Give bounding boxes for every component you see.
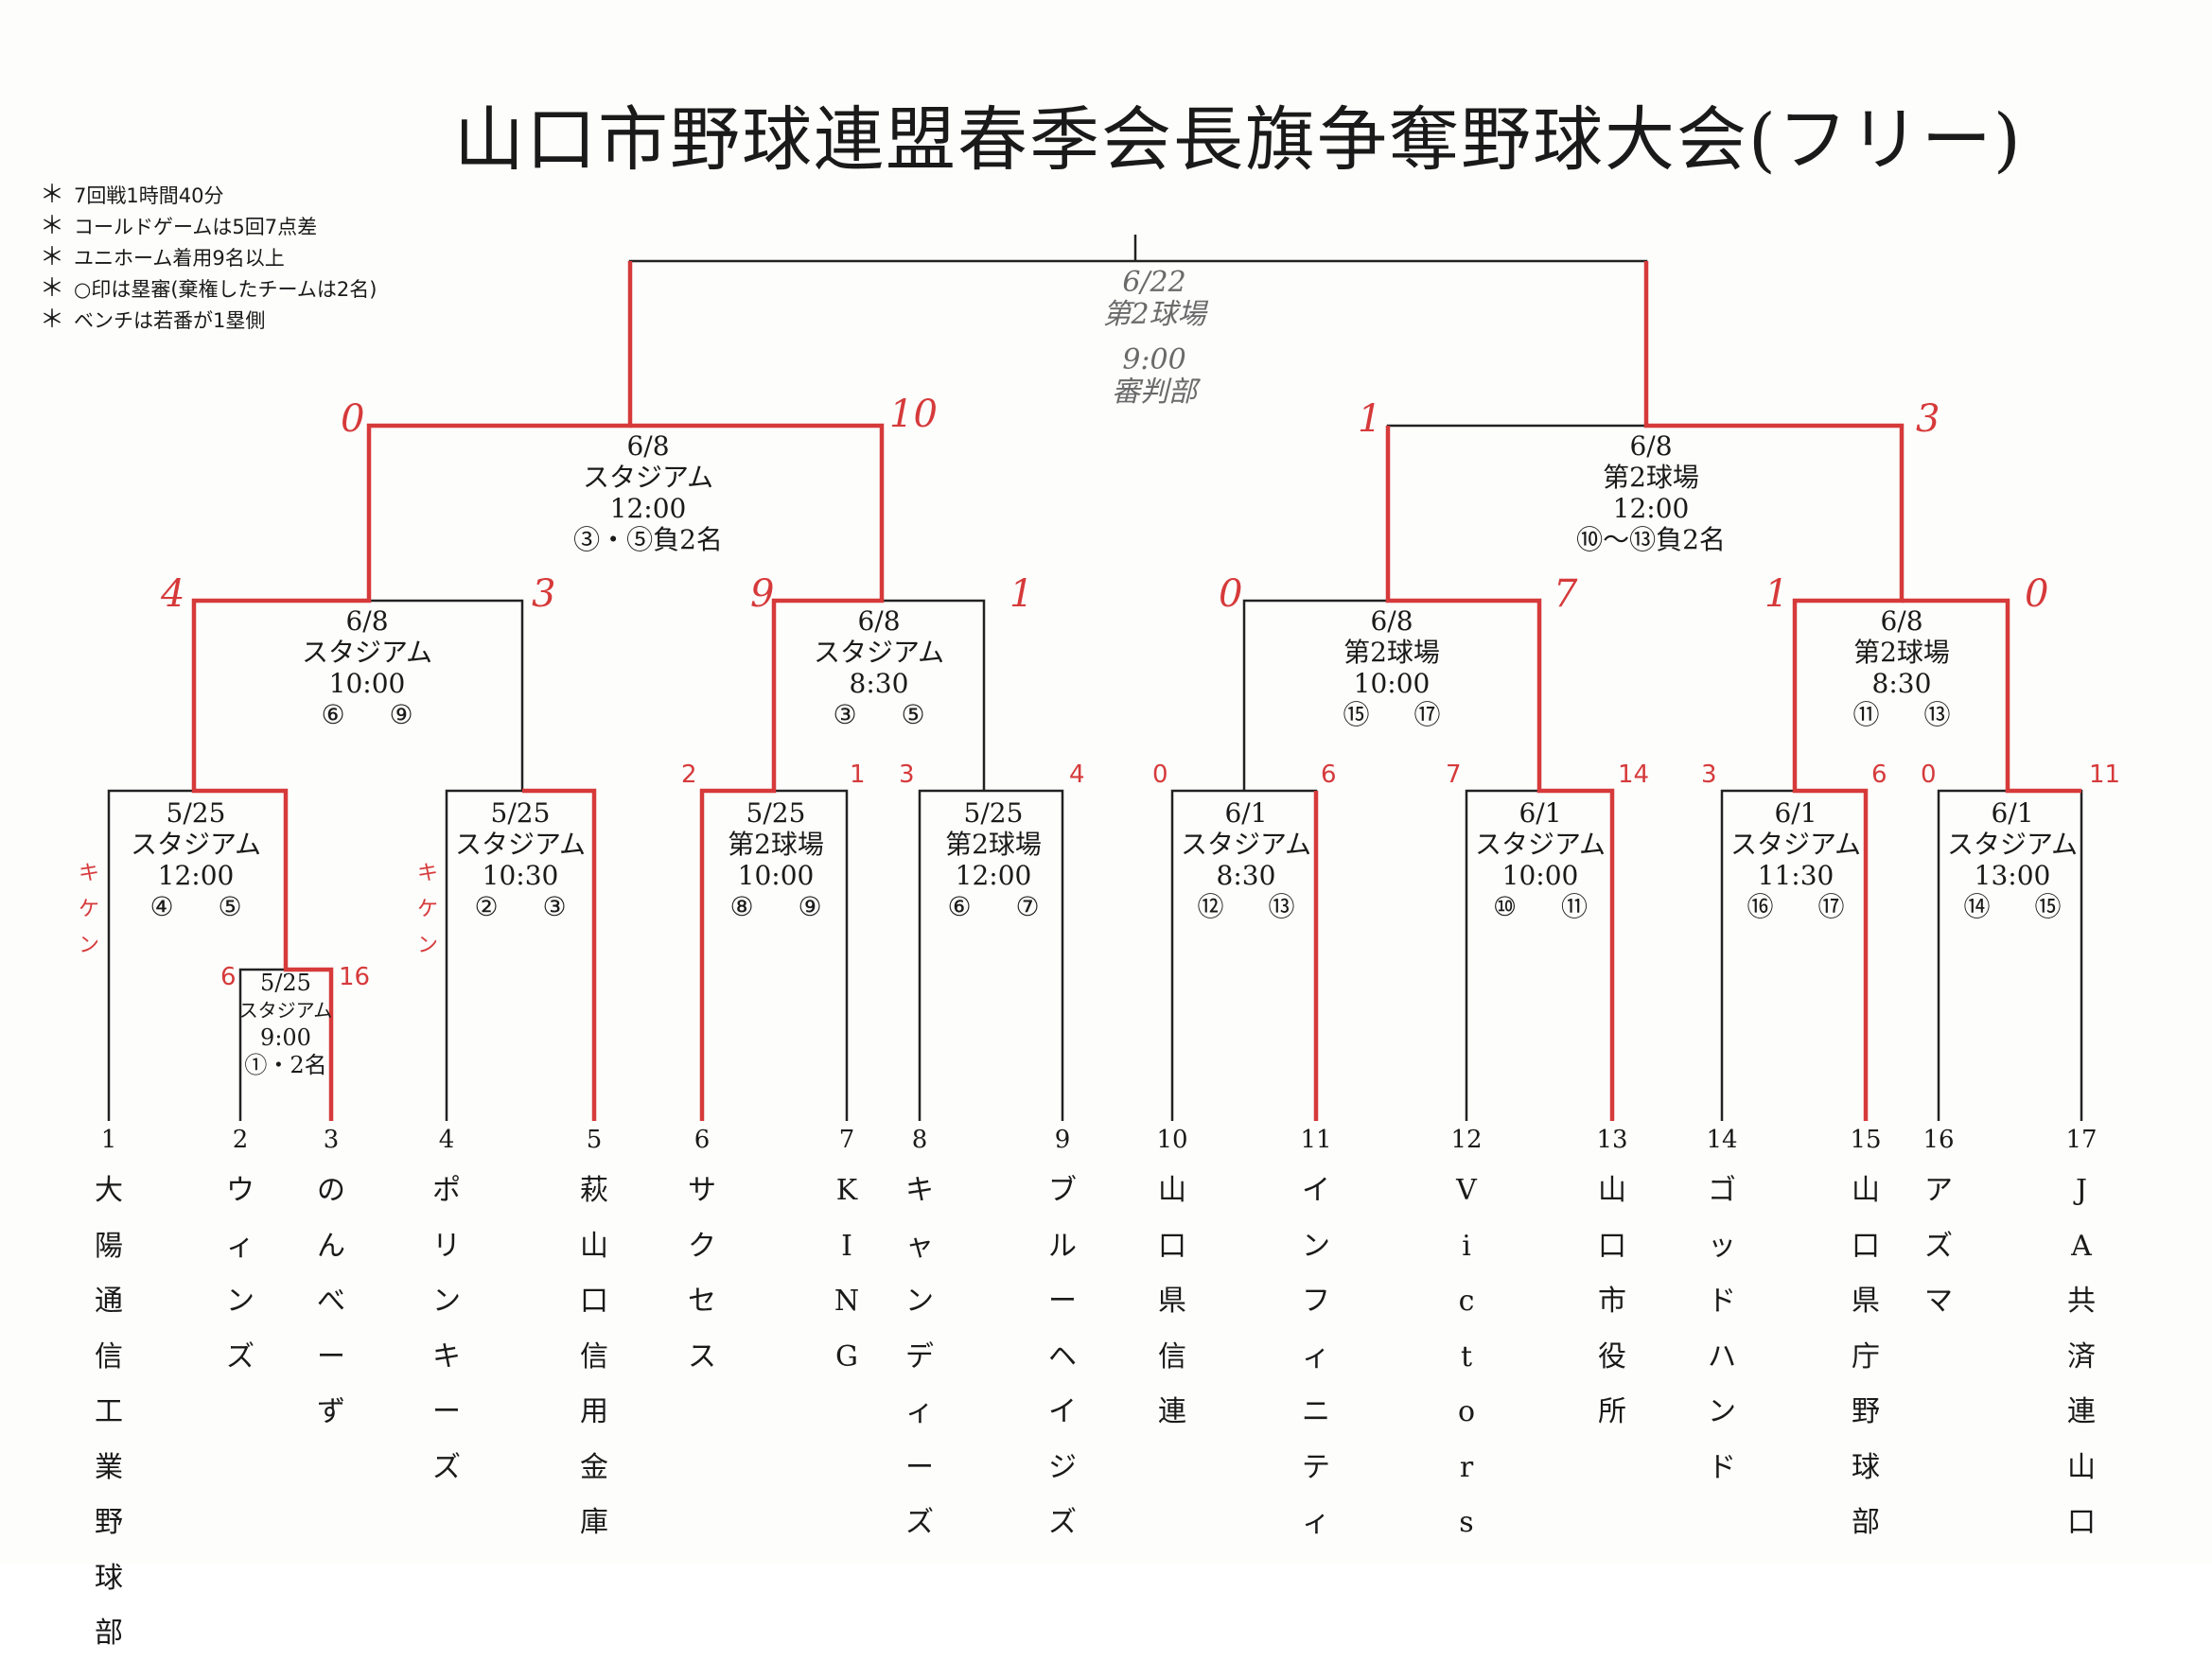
- score-label: 6: [220, 963, 237, 991]
- bracket-sheet: 山口市野球連盟春季会長旗争奪野球大会(フリー) ＊7回戦1時間40分 ＊コールド…: [40, 99, 2121, 1650]
- team-name: イ ン フ ィ ニ テ ィ: [1302, 1174, 1330, 1539]
- team-name: 山 口 県 庁 野 球 部: [1852, 1174, 1880, 1539]
- score-label: 0: [1219, 572, 1243, 616]
- page-title: 山口市野球連盟春季会長旗争奪野球大会(フリー): [454, 99, 2023, 181]
- team-name: ブ ル ー ヘ イ ジ ズ: [1048, 1174, 1077, 1539]
- team-name: ア ズ マ: [1924, 1174, 1953, 1318]
- note-item: ＊ベンチは若番が1塁側: [40, 306, 266, 334]
- asterisk-icon: ＊: [40, 212, 65, 240]
- winner-path-lines: [191, 261, 2081, 1121]
- score-label: 3: [1916, 397, 1940, 441]
- team-name: の ん べ ー ず: [317, 1174, 345, 1428]
- team-name: J A 共 済 連 山 口: [2067, 1174, 2096, 1539]
- asterisk-icon: ＊: [40, 274, 65, 303]
- note-item: ＊7回戦1時間40分: [40, 181, 224, 209]
- score-label: 14: [1618, 761, 1650, 789]
- team-name: キ ャ ン デ ィ ー ズ: [905, 1174, 934, 1539]
- team-name: ポ リ ン キ ー ズ: [432, 1174, 461, 1484]
- score-label: 16: [339, 963, 371, 991]
- asterisk-icon: ＊: [40, 306, 65, 334]
- score-label: 11: [2089, 761, 2121, 789]
- score-label: 0: [341, 397, 365, 441]
- score-label: 3: [1701, 761, 1717, 789]
- note-item: ＊ユニホーム着用9名以上: [40, 243, 285, 271]
- score-label: 3: [899, 761, 915, 789]
- score-label: 7: [1554, 572, 1578, 616]
- score-label: 0: [1921, 761, 1937, 789]
- score-label: 2: [681, 761, 697, 789]
- note-item: ＊コールドゲームは5回7点差: [40, 212, 318, 240]
- score-label: 1: [1764, 572, 1789, 616]
- score-label: 6: [1871, 761, 1887, 789]
- asterisk-icon: ＊: [40, 181, 65, 209]
- team-name: ゴ ッ ド ハ ン ド: [1708, 1174, 1736, 1484]
- score-label: 6: [1321, 761, 1337, 789]
- team-name: 山 口 市 役 所: [1598, 1174, 1626, 1428]
- team-name: 山 口 県 信 連: [1158, 1174, 1186, 1428]
- final-handwritten-note: 6/22 第2球場 9:00 審判部: [1102, 266, 1206, 409]
- forfeit-label: キ ケ ン: [78, 862, 99, 957]
- asterisk-icon: ＊: [40, 243, 65, 271]
- score-label: 4: [1069, 761, 1085, 789]
- score-label: 1: [1358, 397, 1382, 441]
- rules-notes: ＊7回戦1時間40分 ＊コールドゲームは5回7点差 ＊ユニホーム着用9名以上 ＊…: [40, 180, 377, 336]
- score-label: 0: [2025, 572, 2049, 616]
- team-name: ウ ィ ン ズ: [226, 1174, 255, 1373]
- team-name: 大 陽 通 信 工 業 野 球 部: [95, 1174, 123, 1650]
- forfeit-label: キ ケ ン: [416, 862, 438, 957]
- score-label: 9: [750, 572, 775, 616]
- score-label: 1: [1009, 572, 1034, 616]
- score-label: 10: [889, 393, 938, 436]
- team-name: サ ク セ ス: [688, 1174, 716, 1373]
- score-label: 4: [161, 572, 185, 616]
- score-label: 1: [850, 761, 866, 789]
- team-name: V i c t o r s: [1456, 1174, 1477, 1539]
- note-item: ＊○印は塁審(棄権したチームは2名): [40, 274, 377, 303]
- score-label: 7: [1446, 761, 1462, 789]
- team-name: 萩 山 口 信 用 金 庫: [580, 1174, 608, 1539]
- team-name: K I N G: [834, 1174, 860, 1373]
- score-label: 3: [532, 572, 556, 616]
- score-label: 0: [1152, 761, 1168, 789]
- bracket-lines: [107, 235, 2083, 1121]
